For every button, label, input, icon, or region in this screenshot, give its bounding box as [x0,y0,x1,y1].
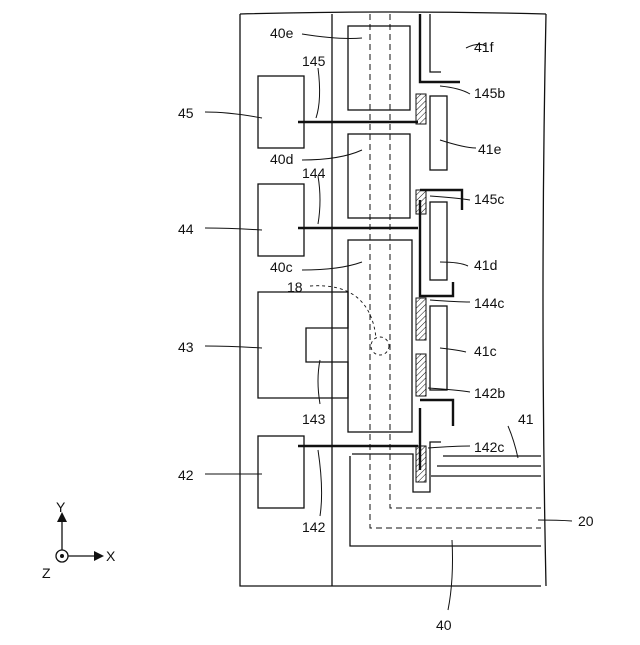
label-142: 142 [302,519,326,535]
axes-indicator: Y X Z [42,499,116,581]
label-144c: 144c [474,295,504,311]
label-145b: 145b [474,85,505,101]
label-142b: 142b [474,385,505,401]
label-40d: 40d [270,151,293,167]
terminal-45 [258,76,304,148]
axis-z-label: Z [42,565,51,581]
label-41c: 41c [474,343,497,359]
label-41: 41 [518,411,534,427]
terminal-44 [258,184,304,256]
label-20: 20 [578,513,594,529]
hole-18 [371,337,389,355]
label-145: 145 [302,53,326,69]
label-41e: 41e [478,141,502,157]
label-41f: 41f [474,39,494,55]
label-143: 143 [302,411,326,427]
pad-41e [430,96,447,170]
axis-y-label: Y [56,499,66,515]
hatch-142b [416,354,426,396]
axis-x-label: X [106,548,116,564]
label-142c: 142c [474,439,504,455]
hatch-142c [416,446,426,482]
label-145c: 145c [474,191,504,207]
label-42: 42 [178,467,194,483]
x-arrow-icon [94,551,104,561]
label-44: 44 [178,221,194,237]
pad-40c [348,240,412,432]
pad-41f [430,14,441,72]
terminal-43 [258,292,348,398]
boundary-40-41 [350,442,541,546]
region-20 [370,14,541,528]
pad-40d [348,134,410,218]
label-40c: 40c [270,259,293,275]
hatch-144c [416,298,426,340]
leader-lines [205,34,572,610]
hatch-145c [416,190,426,214]
label-41d: 41d [474,257,497,273]
pad-41d [430,202,447,280]
label-18: 18 [287,279,303,295]
label-40e: 40e [270,25,294,41]
terminal-42 [258,436,304,508]
label-40: 40 [436,617,452,633]
label-43: 43 [178,339,194,355]
pad-41c [430,306,447,390]
label-144: 144 [302,165,326,181]
label-45: 45 [178,105,194,121]
hatch-145b [416,94,426,124]
